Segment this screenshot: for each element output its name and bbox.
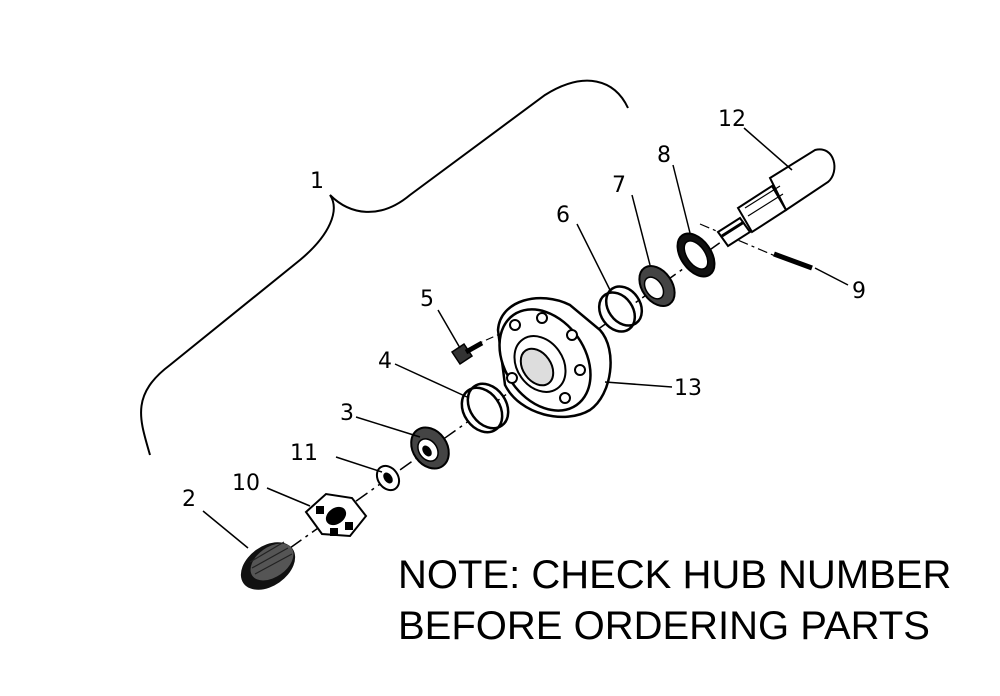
dust-cap-icon <box>240 541 296 590</box>
callout-8: 8 <box>657 143 671 168</box>
assembly-brace <box>140 79 629 456</box>
wheel-bolt-icon <box>450 340 484 366</box>
callout-3: 3 <box>340 401 354 426</box>
callout-4: 4 <box>378 349 392 374</box>
outer-bearing-cone-icon <box>410 426 450 470</box>
callout-2: 2 <box>182 487 196 512</box>
callout-1: 1 <box>310 169 324 194</box>
pin-axis-line <box>699 223 781 259</box>
callout-6: 6 <box>556 203 570 228</box>
callout-12: 12 <box>718 107 746 132</box>
inner-bearing-cup-icon <box>597 285 644 333</box>
callout-7: 7 <box>612 173 626 198</box>
note-line-2: BEFORE ORDERING PARTS <box>398 604 930 648</box>
callout-10: 10 <box>232 471 260 496</box>
callout-9: 9 <box>852 279 866 304</box>
leader-lines <box>202 127 849 549</box>
hub-icon <box>496 296 612 419</box>
callout-5: 5 <box>420 287 434 312</box>
callout-13: 13 <box>674 376 702 401</box>
note-line-1: NOTE: CHECK HUB NUMBER <box>398 553 952 597</box>
cotter-pin-icon <box>773 251 813 271</box>
castle-nut-icon <box>304 492 368 538</box>
grease-seal-icon <box>676 232 716 278</box>
callout-11: 11 <box>290 441 318 466</box>
spindle-icon <box>716 148 836 248</box>
inner-bearing-cone-icon <box>638 265 676 307</box>
outer-bearing-cup-icon <box>460 382 510 434</box>
washer-icon <box>375 464 401 492</box>
